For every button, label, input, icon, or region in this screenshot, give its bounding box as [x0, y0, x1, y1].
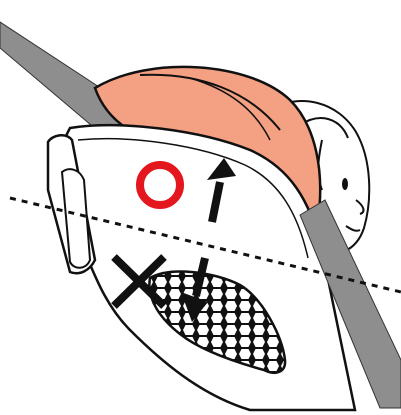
child-eye — [342, 178, 348, 190]
